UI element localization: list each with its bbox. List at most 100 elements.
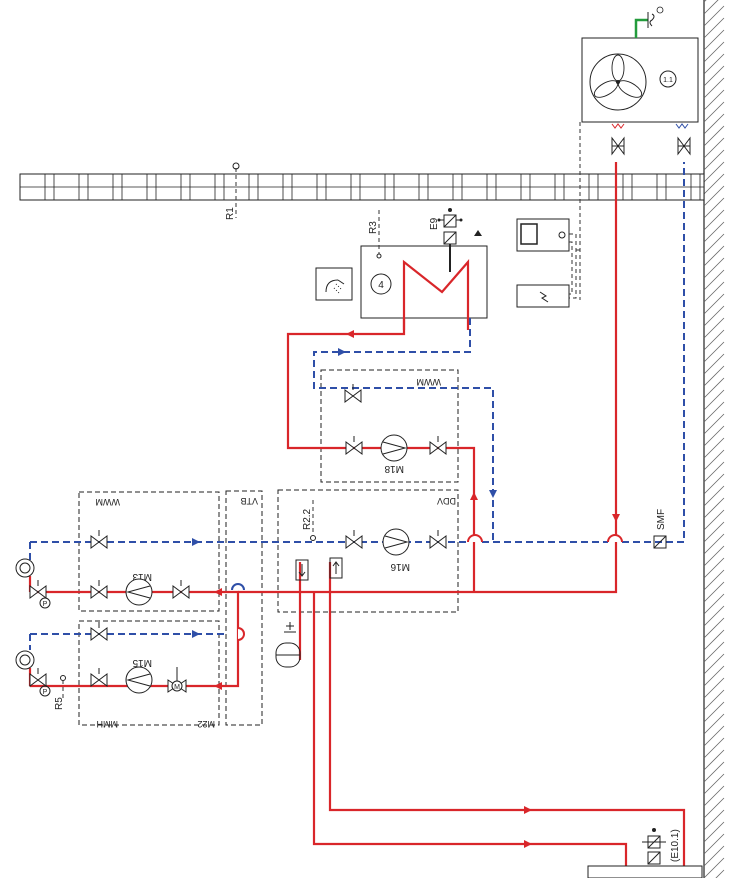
wall-hatch-line (703, 185, 725, 207)
wall-hatch-line (703, 581, 725, 603)
pressure-sensor-2: P (39, 685, 51, 697)
shutoff-valve (345, 535, 363, 549)
wall-hatch-line (703, 341, 725, 363)
sensor-r2-2: R2.2 (302, 500, 316, 541)
wall-hatch-line (703, 857, 725, 878)
hp-supply-shutoff-valve (611, 136, 625, 156)
heat-pump-outdoor-unit: 1.1 (579, 37, 699, 300)
controller-panel (516, 218, 570, 252)
wall-hatch-line (703, 245, 725, 267)
wall-hatch-line (703, 845, 725, 867)
heating-circuit-symbol-1 (15, 558, 35, 578)
wall-hatch-line (703, 725, 725, 747)
controller-wiring (569, 233, 580, 299)
pump-m15 (125, 666, 153, 694)
wall-hatch-line (703, 401, 725, 423)
m13-label: M13 (132, 571, 152, 582)
wall-hatch-line (703, 689, 725, 711)
m15-label: M15 (132, 657, 152, 668)
wall-hatch-line (703, 0, 719, 15)
wall-hatch-line (703, 65, 725, 87)
wall-hatch-line (703, 125, 725, 147)
p-label-1: P (43, 601, 48, 608)
shutoff-valve (29, 673, 47, 687)
shutoff-valve (429, 535, 447, 549)
heating-circuit-symbol-2 (15, 650, 35, 670)
wall-hatch-line (703, 233, 725, 255)
m18-label: M18 (384, 463, 404, 474)
pump-m18 (380, 434, 408, 462)
wall-hatch-line (703, 545, 725, 567)
wall-hatch-line (703, 521, 725, 543)
wall-hatch-line (703, 449, 725, 471)
shutoff-valve (345, 441, 363, 455)
wall-hatch-line (715, 869, 725, 878)
wall-hatch-line (703, 509, 725, 531)
wall-hatch-line (703, 497, 725, 519)
wall-hatch-line (703, 149, 725, 171)
wall-hatch-line (703, 257, 725, 279)
wall-hatch-line (703, 425, 725, 447)
wall-hatch-line (703, 101, 725, 123)
vtb-label: VTB (240, 496, 258, 506)
wall-hatch-line (703, 785, 725, 807)
wall-hatch-line (703, 269, 725, 291)
wall-hatch-line (703, 305, 725, 327)
wall-hatch-line (703, 209, 725, 231)
wall-hatch-line (703, 53, 725, 75)
smf-filter: SMF (653, 509, 667, 549)
power-supply-box (516, 284, 570, 308)
dhw-storage-tank: 4 (360, 230, 488, 330)
supply-pipes (28, 162, 686, 878)
heater-e9: E9 (429, 208, 463, 272)
wall-hatch-line (703, 761, 725, 783)
wall-hatch-line (703, 5, 725, 27)
shutoff-valve (172, 585, 190, 599)
flow-arrows (192, 330, 620, 848)
circuit-mmh: MMH M22 M15 (78, 620, 220, 729)
wall-hatch-line (703, 317, 725, 339)
ground-symbol (634, 6, 664, 38)
shower-icon (315, 267, 353, 301)
wall-hatch-line (703, 281, 725, 303)
r3-label: R3 (368, 221, 379, 234)
wall-hatch-line (703, 797, 725, 819)
circuit-vtb: VTB (225, 490, 263, 726)
smf-label: SMF (656, 509, 667, 530)
wall-hatch-line (703, 461, 725, 483)
pump-m13 (125, 578, 153, 606)
wall-hatch-line (703, 833, 725, 855)
wall-hatch-line (703, 29, 725, 51)
heater-e10-1: (E10.1) (587, 828, 703, 878)
wall-hatch-line (703, 809, 725, 831)
flow-meter-right (329, 557, 343, 579)
wall-hatch-line (703, 605, 725, 627)
wall-hatch-line (703, 389, 725, 411)
wall-hatch-line (703, 713, 725, 735)
shutoff-valve (429, 441, 447, 455)
wall-hatch-line (703, 89, 725, 111)
wall-hatch-line (703, 365, 725, 387)
wall-hatch-line (703, 41, 725, 63)
wall-hatch-line (703, 473, 725, 495)
wall-hatch-line (703, 173, 725, 195)
circuit-wwm-left: WWM M13 (78, 491, 220, 612)
wwm-upper-label: WWM (417, 377, 442, 387)
shutoff-valve (90, 585, 108, 599)
e9-label: E9 (429, 217, 440, 230)
wall-hatch-line (703, 137, 725, 159)
floor-slab (19, 173, 705, 201)
ddv-label: DDV (437, 496, 456, 506)
wall-hatch-line (703, 629, 725, 651)
building-wall (703, 0, 725, 878)
circuit-wwm-upper: WWM M18 (320, 369, 459, 483)
wall-hatch-line (703, 701, 725, 723)
wall-hatch-line (703, 413, 725, 435)
mmh-label: MMH (97, 719, 119, 729)
wall-hatch-line (703, 0, 707, 3)
r2-2-label: R2.2 (302, 508, 313, 530)
shutoff-valve (90, 673, 108, 687)
return-pipes (29, 162, 685, 650)
wall-hatch-line (703, 653, 725, 675)
